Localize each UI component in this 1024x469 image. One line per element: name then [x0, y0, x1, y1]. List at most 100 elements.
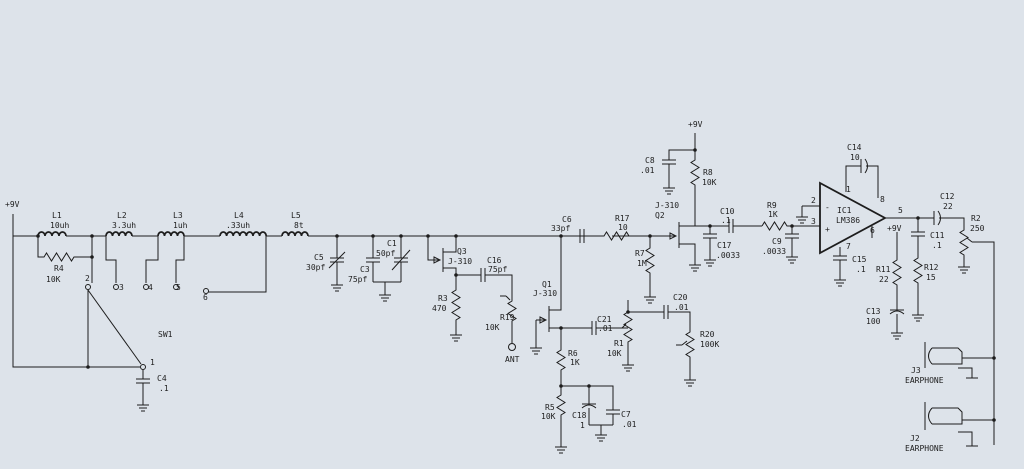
transistor-q3: Q3 J-310 [427, 236, 472, 282]
jack-j2: J2 EARPHONE [905, 402, 996, 453]
r20-value: 100K [700, 340, 719, 349]
capacitor-c14: C14 10 [845, 143, 879, 198]
r3-value: 470 [432, 304, 447, 313]
j2-label: EARPHONE [905, 444, 944, 453]
l3-value: 1uh [173, 221, 188, 230]
c15-ref: C15 [852, 255, 867, 264]
c6-value: 33pf [551, 224, 570, 233]
c11-ref: C11 [930, 231, 945, 240]
c10-value: .1 [721, 216, 731, 225]
c9-ref: C9 [772, 237, 782, 246]
c21-value: .01 [598, 324, 613, 333]
q1-type: J-310 [533, 289, 557, 298]
c7-ref: C7 [621, 410, 631, 419]
ic1-pin-1: 1 [846, 185, 851, 194]
resistor-r7: R7 1M [635, 236, 657, 304]
l2-ref: L2 [117, 211, 127, 220]
r20-ref: R20 [700, 330, 715, 339]
r19-ref: R19 [500, 313, 515, 322]
c9-value: .0033 [762, 247, 786, 256]
switch-tap-wires [91, 236, 267, 293]
transistor-q2: J-310 Q2 [655, 201, 696, 260]
band-switch-sw1: 2 3 4 5 6 1 SW1 [85, 274, 209, 370]
l3-ref: L3 [173, 211, 183, 220]
ic1-part: LM386 [836, 216, 860, 225]
r7-ref: R7 [635, 249, 645, 258]
r1-ref: R1 [614, 339, 624, 348]
c18-ref: C18 [572, 411, 587, 420]
ic1-pin-3: 3 [811, 217, 816, 226]
inductor-l3: L3 1uh [157, 211, 188, 237]
l1-ref: L1 [52, 211, 62, 220]
c21-ref: C21 [597, 315, 612, 324]
resistor-r11: R11 22 [876, 252, 902, 310]
c12-value: 22 [943, 202, 953, 211]
capacitor-c21: C21 .01 [561, 315, 628, 335]
r8-ref: R8 [703, 168, 713, 177]
capacitor-c12: C12 22 [918, 192, 965, 226]
capacitor-c11: C11 .1 [911, 231, 945, 252]
l5-ref: L5 [291, 211, 301, 220]
c13-ref: C13 [866, 307, 881, 316]
r3-ref: R3 [438, 294, 448, 303]
q3-type: J-310 [448, 257, 472, 266]
c20-value: .01 [674, 303, 689, 312]
capacitor-c1: C1 50pf [376, 236, 411, 282]
resistor-r19: R19 10K [485, 295, 517, 343]
r2-ref: R2 [971, 214, 981, 223]
r11-value: 22 [879, 275, 889, 284]
c13-value: 100 [866, 317, 881, 326]
ic1-lm386: - + IC1 LM386 1 2 3 7 6 8 5 [811, 181, 903, 255]
r1-value: 10K [607, 349, 622, 358]
r9-ref: R9 [767, 201, 777, 210]
r17-ref: R17 [615, 214, 630, 223]
l4-value: .33uh [226, 221, 250, 230]
c15-value: .1 [856, 265, 866, 274]
c17-value: .0033 [716, 251, 740, 260]
capacitor-c20: C20 .01 [628, 293, 691, 326]
supply-ic: +9V [871, 224, 902, 238]
c14-ref: C14 [847, 143, 862, 152]
ic1-pin-2: 2 [811, 196, 816, 205]
inductor-l2: L2 3.3uh [105, 211, 136, 237]
antenna-terminal: ANT [505, 343, 520, 364]
resistor-r20: R20 100K [676, 326, 719, 387]
capacitor-c9: C9 .0033 [762, 226, 799, 264]
supply-q2-label: +9V [688, 120, 703, 129]
l1-value: 10uh [50, 221, 69, 230]
c16-value: 75pf [488, 265, 507, 274]
r4-value: 10K [46, 275, 61, 284]
capacitor-c18: C18 1 [572, 386, 597, 430]
capacitor-c5: C5 30pf [306, 236, 346, 292]
resistor-r1: R1 10K [607, 300, 635, 372]
c6-ref: C6 [562, 215, 572, 224]
c17-ref: C17 [717, 241, 732, 250]
r17-value: 10 [618, 223, 628, 232]
l4-ref: L4 [234, 211, 244, 220]
r8-value: 10K [702, 178, 717, 187]
resistor-r2: R2 250 [957, 214, 995, 445]
supply-ic-label: +9V [887, 224, 902, 233]
c4-value: .1 [159, 384, 169, 393]
r2-value: 250 [970, 224, 985, 233]
c1-ref: C1 [387, 239, 397, 248]
c20-ref: C20 [673, 293, 688, 302]
c18-value: 1 [580, 421, 585, 430]
q2-type: J-310 [655, 201, 679, 210]
r12-value: 15 [926, 273, 936, 282]
c5-value: 30pf [306, 263, 325, 272]
ic1-pin-7: 7 [846, 242, 851, 251]
sw1-pos-2: 2 [85, 274, 90, 283]
c11-value: .1 [932, 241, 942, 250]
capacitor-c6: C6 33pf [551, 215, 600, 243]
ic1-plus: + [825, 225, 830, 234]
capacitor-c4: C4 .1 [136, 370, 169, 412]
c3-ref: C3 [360, 265, 370, 274]
transistor-q1: Q1 J-310 [533, 280, 562, 343]
resistor-r3: R3 470 [432, 282, 463, 342]
supply-left: +9V [5, 200, 20, 236]
inductor-l1: L1 10uh [37, 211, 69, 237]
capacitor-c15: C15 .1 [852, 255, 867, 274]
capacitor-c8: C8 .01 [640, 149, 695, 195]
resistor-r8: R8 10K [690, 150, 717, 215]
